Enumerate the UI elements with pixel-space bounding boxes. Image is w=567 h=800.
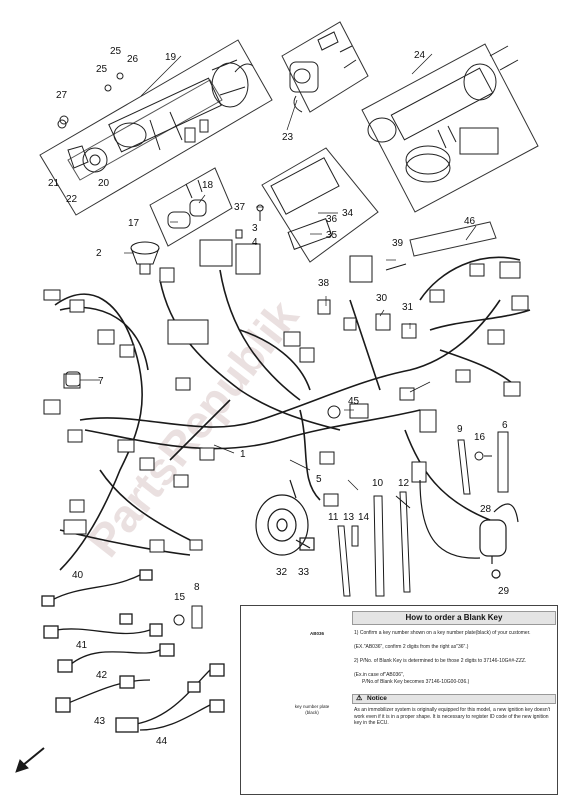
callout-19: 19 bbox=[165, 52, 177, 63]
main-harness bbox=[54, 256, 531, 571]
blank-key-title: How to order a Blank Key bbox=[352, 611, 556, 625]
callout-11: 11 bbox=[328, 512, 339, 523]
callout-24: 24 bbox=[414, 50, 426, 61]
key-plate-label: key number plate (black) bbox=[294, 704, 330, 715]
callout-32: 32 bbox=[276, 567, 288, 578]
key-lock-box bbox=[281, 21, 369, 113]
callout-34: 34 bbox=[342, 208, 354, 219]
callout-37: 37 bbox=[234, 202, 246, 213]
callout-10: 10 bbox=[372, 478, 384, 489]
callout-29: 29 bbox=[498, 586, 510, 597]
callout-26: 26 bbox=[127, 54, 139, 65]
callout-40: 40 bbox=[72, 570, 84, 581]
callout-25a: 25 bbox=[110, 46, 122, 57]
relay-box bbox=[149, 167, 233, 247]
key-tag: AB036 bbox=[309, 631, 324, 636]
callout-16: 16 bbox=[474, 432, 486, 443]
blank-key-step-2-example-2: P/No.of Blank Key becomes 37146-10G00-03… bbox=[362, 679, 470, 685]
sensor-28 bbox=[419, 479, 519, 579]
clamps-and-ties bbox=[337, 431, 509, 597]
callout-14: 14 bbox=[358, 512, 370, 523]
callout-46: 46 bbox=[464, 216, 476, 227]
callout-12: 12 bbox=[398, 478, 410, 489]
callout-35: 35 bbox=[326, 230, 338, 241]
warning-icon: ⚠ bbox=[356, 695, 363, 702]
leader-lines bbox=[80, 53, 477, 491]
blank-key-step-1: 1) Confirm a key number shown on a key n… bbox=[354, 630, 531, 636]
callout-28: 28 bbox=[480, 504, 492, 515]
callout-2: 2 bbox=[96, 248, 102, 259]
notice-text: As an immobilizer system is originally e… bbox=[354, 707, 551, 726]
harness-connectors bbox=[43, 239, 529, 553]
callout-36: 36 bbox=[326, 214, 338, 225]
lock-set-box bbox=[361, 43, 539, 213]
callout-15: 15 bbox=[174, 592, 186, 603]
callout-33: 33 bbox=[298, 567, 310, 578]
arrow-down-left-icon bbox=[15, 747, 45, 773]
callout-20: 20 bbox=[98, 178, 110, 189]
ignition-switch-box bbox=[39, 39, 273, 216]
callout-30: 30 bbox=[376, 293, 388, 304]
callout-18: 18 bbox=[202, 180, 214, 191]
callout-38: 38 bbox=[318, 278, 330, 289]
callout-17: 17 bbox=[128, 218, 140, 229]
blank-key-step-1-example: (EX."AB036", confirm 2 digits from the r… bbox=[354, 644, 469, 650]
callout-31: 31 bbox=[402, 302, 414, 313]
callout-39: 39 bbox=[392, 238, 404, 249]
callout-23: 23 bbox=[282, 132, 294, 143]
ecu-box bbox=[261, 147, 379, 263]
notice-title: Notice bbox=[367, 695, 387, 702]
callout-43: 43 bbox=[94, 716, 106, 727]
horn bbox=[255, 479, 315, 556]
callout-21: 21 bbox=[48, 178, 60, 189]
notice-heading: ⚠ Notice bbox=[352, 694, 556, 704]
callouts: 1 2 3 4 5 6 7 8 9 10 11 12 13 14 15 16 1… bbox=[48, 46, 510, 747]
callout-44: 44 bbox=[156, 736, 168, 747]
callout-45: 45 bbox=[348, 396, 360, 407]
callout-3: 3 bbox=[252, 223, 258, 234]
callout-4: 4 bbox=[252, 237, 258, 248]
callout-7: 7 bbox=[98, 376, 104, 387]
blank-key-step-2-example: (Ex.in case of"AB036", bbox=[354, 672, 405, 678]
protector-sheet bbox=[409, 221, 497, 257]
small-parts bbox=[57, 119, 407, 629]
callout-25b: 25 bbox=[96, 64, 108, 75]
callout-6: 6 bbox=[502, 420, 508, 431]
callout-22: 22 bbox=[66, 194, 78, 205]
callout-41: 41 bbox=[76, 640, 88, 651]
callout-9: 9 bbox=[457, 424, 463, 435]
callout-8: 8 bbox=[194, 582, 200, 593]
callout-13: 13 bbox=[343, 512, 355, 523]
blank-key-step-2: 2) P/No. of Blank Key is determined to b… bbox=[354, 658, 527, 664]
callout-1: 1 bbox=[240, 449, 246, 460]
sub-harnesses bbox=[41, 569, 225, 733]
callout-27: 27 bbox=[56, 90, 68, 101]
callout-42: 42 bbox=[96, 670, 108, 681]
callout-5: 5 bbox=[316, 474, 322, 485]
